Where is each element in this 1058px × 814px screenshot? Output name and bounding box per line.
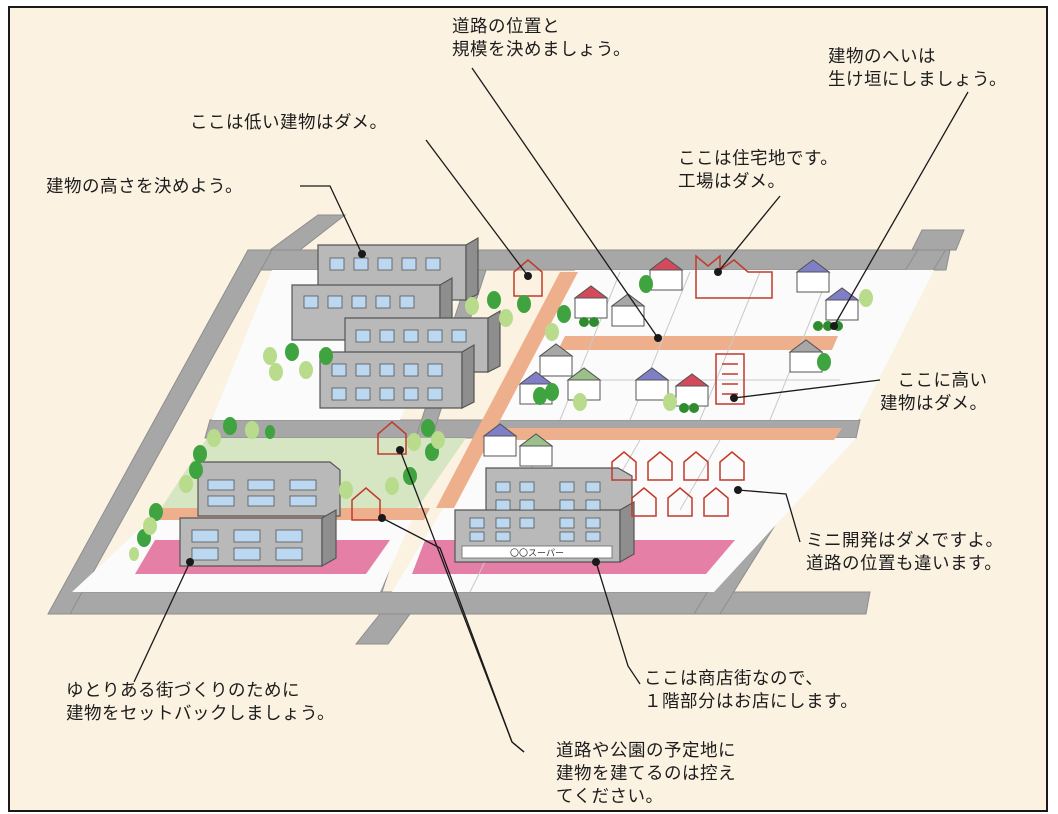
leader-dots <box>186 250 838 566</box>
annotation-road-plan-line2: 規模を決めましょう。 <box>452 40 631 60</box>
annotation-shops: ここは商店街なので、 １階部分はお店にします。 <box>644 668 858 714</box>
annotation-no-tall-line2: 建物はダメ。 <box>880 394 988 414</box>
annotation-mini-dev: ミニ開発はダメですよ。 道路の位置も違います。 <box>806 530 1003 576</box>
annotation-height: 建物の高さを決めよう。 <box>46 176 243 199</box>
annotation-setback-line1: ゆとりある街づくりのために <box>66 681 300 701</box>
annotation-shops-line2: １階部分はお店にします。 <box>644 692 859 712</box>
annotation-no-low-text: ここは低い建物はダメ。 <box>190 113 388 133</box>
shop-sign: 〇〇スーパー <box>510 548 564 559</box>
violation-buildings <box>351 254 773 521</box>
annotation-reserved-line2: 建物を建てるのは控え <box>556 764 736 784</box>
annotation-reserved-line1: 道路や公園の予定地に <box>556 741 736 761</box>
annotation-no-low: ここは低い建物はダメ。 <box>190 112 387 135</box>
annotation-no-tall-line1: ここに高い <box>897 371 988 391</box>
annotation-shops-line1: ここは商店街なので、 <box>644 669 824 689</box>
annotation-hedge-line1: 建物のへいは <box>828 47 936 67</box>
setback-building <box>179 461 341 568</box>
leader-lines <box>133 67 969 753</box>
trees <box>129 275 873 561</box>
annotation-mini-dev-line1: ミニ開発はダメですよ。 <box>806 531 1004 551</box>
annotation-hedge-line2: 生け垣にしましょう。 <box>828 70 1007 90</box>
annotation-setback-line2: 建物をセットバックしましょう。 <box>66 704 335 724</box>
annotation-setback: ゆとりある街づくりのために 建物をセットバックしましょう。 <box>66 680 335 726</box>
houses <box>482 257 860 467</box>
supermarket-building <box>454 467 635 564</box>
annotation-residential-line1: ここは住宅地です。 <box>678 149 839 169</box>
annotation-hedge: 建物のへいは 生け垣にしましょう。 <box>828 46 1007 92</box>
annotation-reserved-line3: てください。 <box>556 787 664 807</box>
apartment-buildings <box>291 236 501 409</box>
annotation-height-text: 建物の高さを決めよう。 <box>46 177 243 197</box>
annotation-road-plan-line1: 道路の位置と <box>452 17 560 37</box>
annotation-no-tall: ここに高い 建物はダメ。 <box>880 370 987 416</box>
annotation-residential-line2: 工場はダメ。 <box>678 172 786 192</box>
annotation-reserved: 道路や公園の予定地に 建物を建てるのは控え てください。 <box>556 740 736 809</box>
annotation-residential: ここは住宅地です。 工場はダメ。 <box>678 148 838 194</box>
annotation-road-plan: 道路の位置と 規模を決めましょう。 <box>452 16 631 62</box>
annotation-mini-dev-line2: 道路の位置も違います。 <box>806 554 1003 574</box>
